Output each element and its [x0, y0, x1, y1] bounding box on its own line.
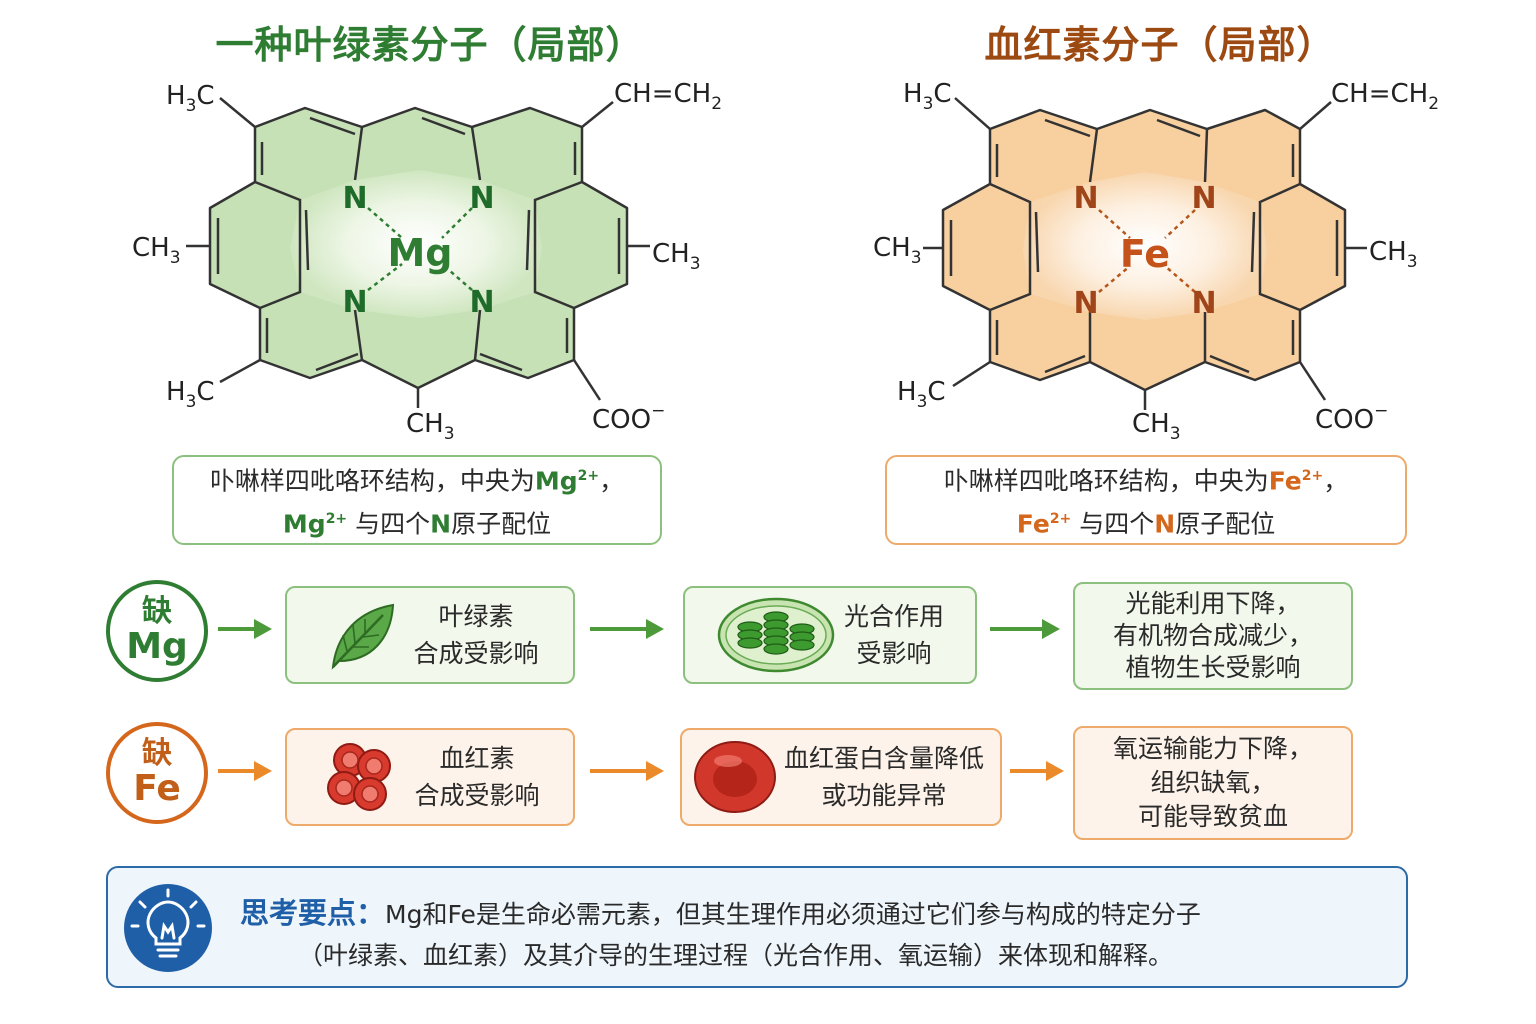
vinyl-label: CH=CH2: [1331, 79, 1439, 114]
arrow-right-icon: [590, 761, 664, 781]
chlorophyll-caption: 卟啉样四吡咯环结构，中央为Mg2+， Mg2+ 与四个N原子配位: [172, 455, 662, 545]
heme-caption: 卟啉样四吡咯环结构，中央为Fe2+， Fe2+ 与四个N原子配位: [885, 455, 1407, 545]
step-text: 光能利用下降， 有机物合成减少， 植物生长受影响: [1112, 589, 1313, 682]
chlorophyll-title: 一种叶绿素分子（局部）: [215, 23, 645, 67]
substituent-bonds: [186, 97, 650, 408]
fe-deficiency-circle: 缺 Fe: [106, 722, 208, 824]
step-text: 氧运输能力下降， 组织缺氧， 可能导致贫血: [1112, 734, 1313, 831]
mg-step-chlorophyll-synthesis: 叶绿素 合成受影响: [285, 586, 575, 684]
step-text: 血红蛋白含量降低 或功能异常: [784, 744, 985, 810]
porphyrin-ring: [941, 108, 1347, 392]
methyl-label: H3C: [903, 79, 952, 114]
key-point-line: （叶绿素、血红素）及其介导的生理过程（光合作用、氧运输）来体现和解释。: [298, 941, 1174, 970]
magnesium-atom: Mg: [387, 231, 452, 275]
nitrogen-atom: N: [342, 285, 367, 320]
vinyl-label: CH=CH2: [614, 79, 722, 114]
carboxylate-label: COO−: [1315, 401, 1388, 435]
caption-line: Fe2+ 与四个N原子配位: [1016, 509, 1276, 539]
step-text: 叶绿素 合成受影响: [413, 602, 539, 668]
fe-step-hemoglobin: 血红蛋白含量降低 或功能异常: [680, 728, 1002, 826]
caption-line: 卟啉样四吡咯环结构，中央为Mg2+，: [209, 466, 625, 495]
methyl-label: CH3: [132, 233, 181, 268]
arrow-right-icon: [218, 619, 272, 639]
heme-title: 血红素分子（局部）: [984, 23, 1336, 67]
arrow-right-icon: [590, 619, 664, 639]
heme-molecule: N N N N Fe H3C CH=CH2 CH3 CH3 H3C CH3 CO…: [873, 79, 1439, 444]
nitrogen-atom: N: [469, 181, 494, 216]
key-point-label: 思考要点：: [240, 896, 386, 930]
methyl-label: CH3: [652, 239, 701, 274]
key-point-box: 思考要点：Mg和Fe是生命必需元素，但其生理作用必须通过它们参与构成的特定分子 …: [106, 866, 1408, 988]
nitrogen-atom: N: [469, 285, 494, 320]
nitrogen-atom: N: [1073, 181, 1098, 216]
arrow-right-icon: [1010, 761, 1064, 781]
nitrogen-atom: N: [1191, 286, 1216, 321]
methyl-label: CH3: [1132, 409, 1181, 444]
fe-step-outcome: 氧运输能力下降， 组织缺氧， 可能导致贫血: [1073, 726, 1353, 840]
coordination-bonds: [367, 207, 473, 291]
red-blood-cell-icon: [694, 741, 776, 813]
fe-step-heme-synthesis: 血红素 合成受影响: [285, 728, 575, 826]
caption-line: Mg2+ 与四个N原子配位: [282, 509, 552, 539]
methyl-label: H3C: [166, 81, 215, 116]
arrow-right-icon: [990, 619, 1060, 639]
methyl-label: CH3: [406, 409, 455, 444]
nitrogen-atom: N: [1191, 181, 1216, 216]
lightbulb-icon: [124, 884, 212, 972]
methyl-label: H3C: [166, 377, 215, 412]
key-point-line: 思考要点：Mg和Fe是生命必需元素，但其生理作用必须通过它们参与构成的特定分子: [240, 896, 1201, 930]
methyl-label: CH3: [1369, 237, 1418, 272]
mg-step-photosynthesis: 光合作用 受影响: [683, 586, 977, 684]
arrow-right-icon: [218, 761, 272, 781]
porphyrin-ring: [208, 106, 629, 390]
mg-deficiency-circle: 缺 Mg: [106, 580, 208, 682]
chlorophyll-molecule: N N N N Mg H3C CH=CH2 CH3 CH3 H3C CH3 CO…: [132, 79, 722, 444]
nitrogen-atom: N: [342, 181, 367, 216]
mg-step-outcome: 光能利用下降， 有机物合成减少， 植物生长受影响: [1073, 582, 1353, 690]
leaf-icon: [332, 603, 395, 670]
iron-atom: Fe: [1120, 232, 1170, 276]
methyl-label: H3C: [897, 377, 946, 412]
nitrogen-atom: N: [1073, 286, 1098, 321]
red-blood-cells-icon: [327, 743, 392, 811]
substituent-bonds: [923, 97, 1367, 410]
step-text: 血红素 合成受影响: [414, 744, 540, 810]
methyl-label: CH3: [873, 233, 922, 268]
step-text: 光合作用 受影响: [843, 602, 944, 668]
caption-line: 卟啉样四吡咯环结构，中央为Fe2+，: [943, 466, 1349, 495]
carboxylate-label: COO−: [592, 401, 665, 435]
coordination-bonds: [1098, 209, 1196, 293]
chloroplast-icon: [717, 597, 835, 673]
